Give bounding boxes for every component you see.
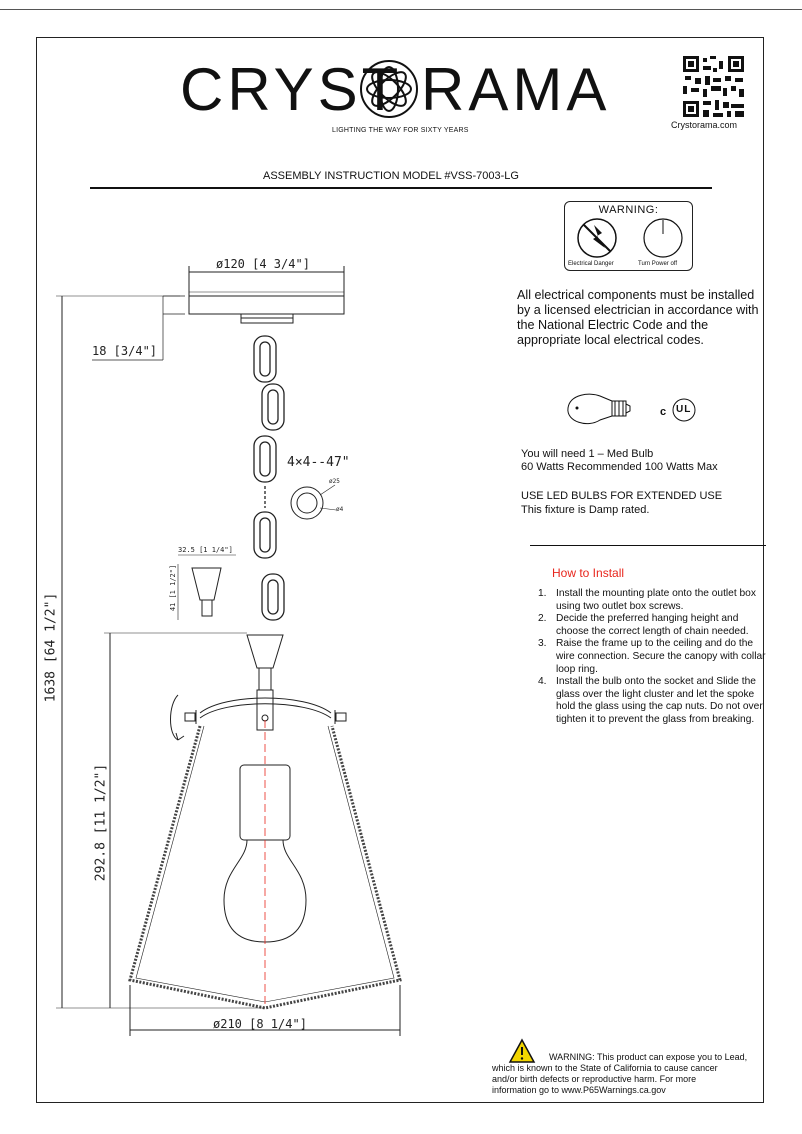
- dim-link-outer: ø25: [329, 478, 340, 485]
- brand-tagline: LIGHTING THE WAY FOR SIXTY YEARS: [332, 127, 469, 134]
- cert-prefix: c: [660, 406, 667, 418]
- dim-body-diameter: ø210 [8 1/4"]: [213, 1017, 307, 1031]
- page-top-rule: [0, 9, 802, 10]
- bulb-requirement: You will need 1 – Med Bulb: [521, 448, 654, 460]
- dim-loop-width: 32.5 [1 1/4"]: [178, 546, 233, 554]
- dim-body-height: 292.8 [11 1/2"]: [93, 763, 109, 882]
- install-steps: 1. Install the mounting plate onto the ou…: [520, 588, 770, 727]
- led-recommendation: USE LED BULBS FOR EXTENDED USE: [521, 490, 723, 502]
- electrical-notice: All electrical components must be instal…: [517, 288, 759, 347]
- dim-overall-height: 1638 [64 1/2"]: [43, 592, 59, 703]
- warning-box-title: WARNING:: [598, 204, 659, 216]
- install-step: 4. Install the bulb onto the socket and S…: [520, 676, 770, 726]
- dim-loop-height: 41 [1 1/2"]: [169, 564, 178, 612]
- prop65-line: information go to www.P65Warnings.ca.gov: [492, 1085, 666, 1095]
- prop65-warning: WARNING: This product can expose you to …: [492, 1052, 762, 1096]
- prop65-line: and/or birth defects or reproductive har…: [492, 1074, 697, 1084]
- warning-box: WARNING: Electrical Danger Turn Power of…: [564, 201, 693, 271]
- install-step: 1. Install the mounting plate onto the ou…: [520, 588, 770, 613]
- brand-name-left: CRYST: [180, 56, 403, 123]
- step-text: Install the mounting plate onto the outl…: [556, 588, 756, 612]
- step-text: Install the bulb onto the socket and Sli…: [556, 676, 763, 725]
- dim-link-wire: ø4: [336, 506, 344, 513]
- step-number: 3.: [538, 638, 547, 650]
- step-number: 4.: [538, 676, 547, 688]
- document-title: ASSEMBLY INSTRUCTION MODEL #VSS-7003-LG: [263, 170, 519, 182]
- brand-name-right: RAMA: [421, 56, 611, 123]
- page-frame: [36, 37, 764, 1103]
- dim-canopy-height: 18 [3/4"]: [92, 344, 158, 358]
- dim-chain-spec: 4×4--47": [287, 455, 350, 470]
- dim-canopy-diameter: ø120 [4 3/4"]: [216, 257, 310, 271]
- electrical-danger-label: Electrical Danger: [568, 261, 614, 267]
- prop65-line: WARNING: This product can expose you to …: [549, 1052, 748, 1062]
- damp-rating: This fixture is Damp rated.: [521, 504, 650, 516]
- prop65-line: which is known to the State of Californi…: [492, 1063, 718, 1073]
- bulb-wattage: 60 Watts Recommended 100 Watts Max: [521, 461, 718, 473]
- power-off-label: Turn Power off: [638, 261, 678, 267]
- step-text: Raise the frame up to the ceiling and do…: [556, 638, 766, 675]
- install-section-rule: [530, 545, 766, 546]
- step-number: 1.: [538, 588, 547, 599]
- brand-website: Crystorama.com: [671, 120, 738, 130]
- install-step: 2. Decide the preferred hanging height an…: [520, 613, 770, 638]
- install-title: How to Install: [552, 566, 625, 580]
- step-text: Decide the preferred hanging height and …: [556, 613, 749, 637]
- ul-mark: UL: [676, 404, 692, 415]
- install-step: 3. Raise the frame up to the ceiling and …: [520, 638, 770, 676]
- title-rule: [90, 187, 712, 189]
- step-number: 2.: [538, 613, 547, 625]
